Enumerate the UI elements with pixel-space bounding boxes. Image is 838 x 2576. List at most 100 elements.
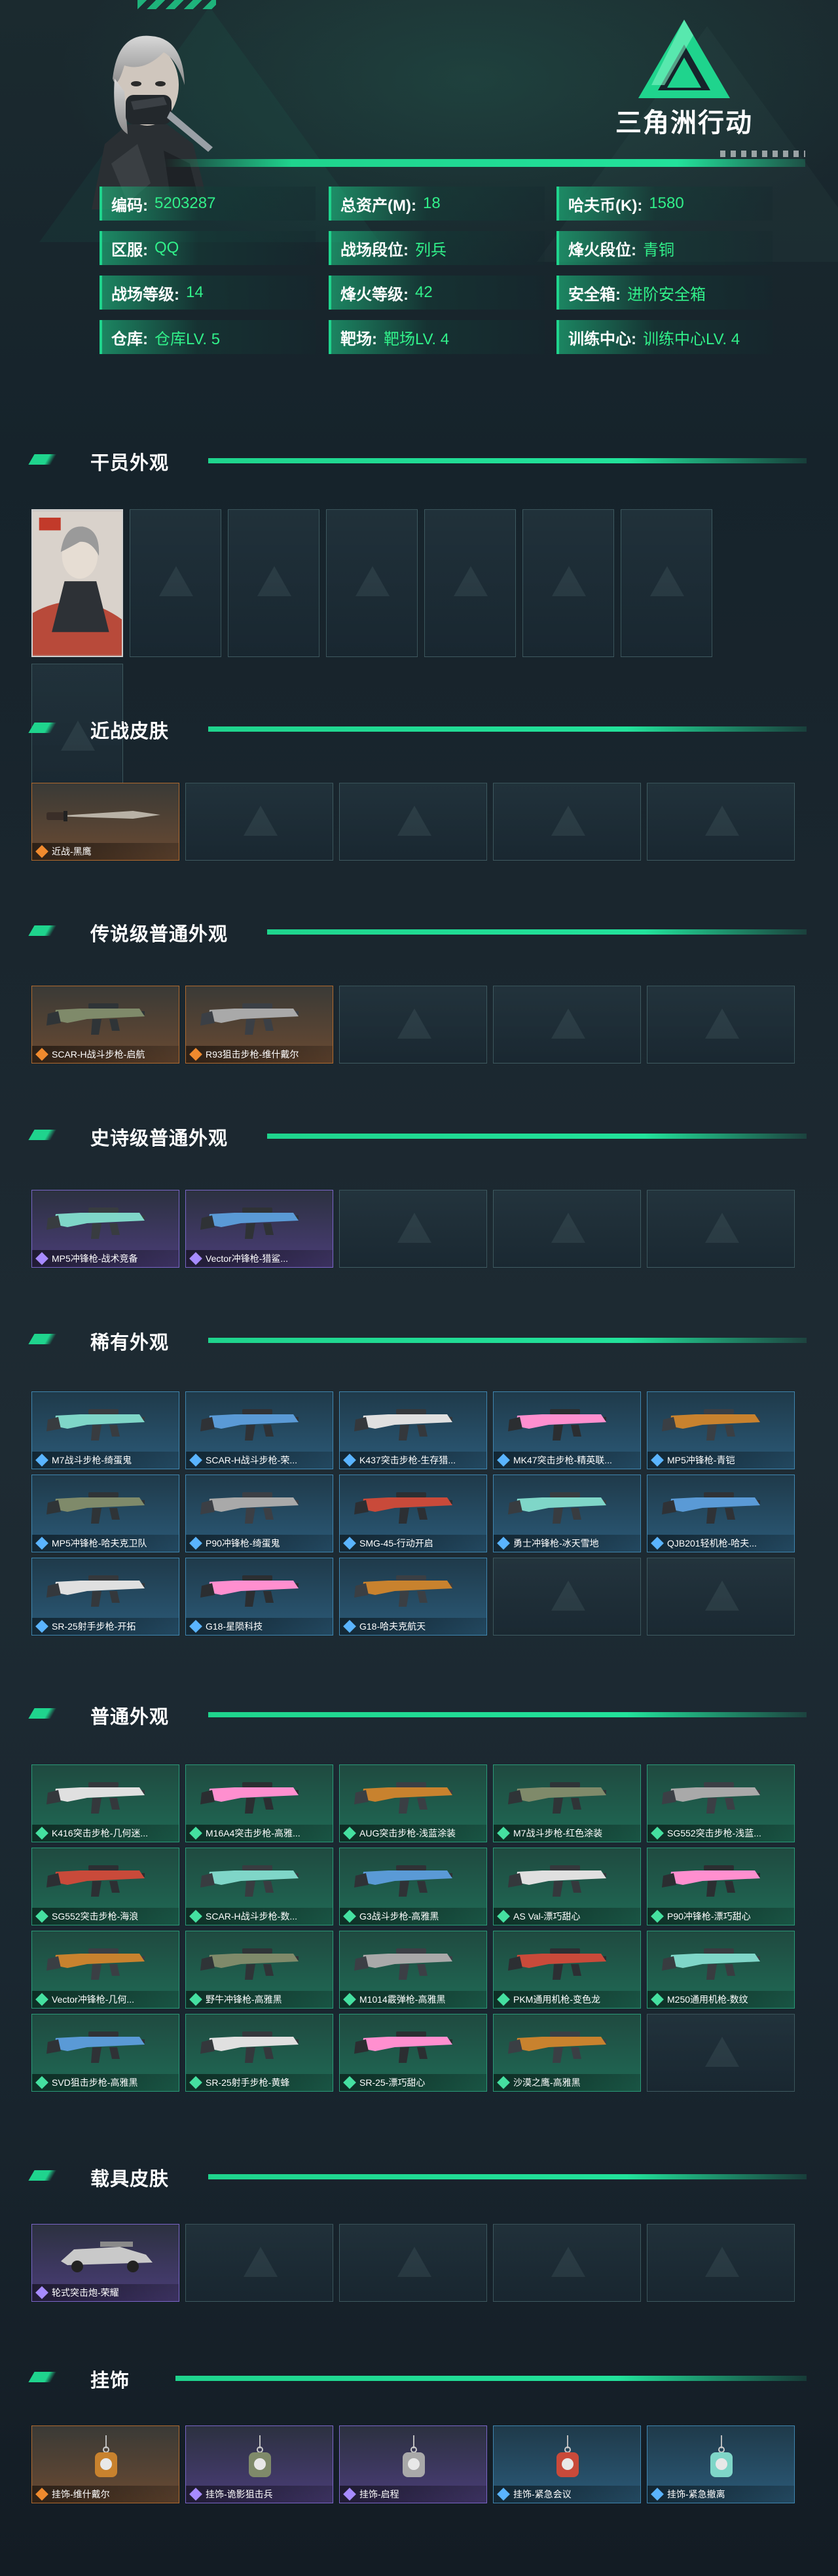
section-header: 普通外观 <box>28 1699 807 1728</box>
weapon-image <box>354 1782 452 1814</box>
item-name: G18-哈夫克航天 <box>359 1621 426 1632</box>
rarity-diamond-icon <box>189 1252 202 1265</box>
section-divider <box>267 929 807 935</box>
weapon-item-card[interactable]: P90冲锋枪-绮蛋鬼 <box>185 1475 333 1552</box>
rarity-diamond-icon <box>189 2488 202 2501</box>
vehicle-item-card[interactable]: 轮式突击炮-荣耀 <box>31 2224 179 2302</box>
item-caption: MK47突击步枪-精英联... <box>494 1452 640 1469</box>
weapon-item-card[interactable]: PKM通用机枪-变色龙 <box>493 1931 641 2009</box>
empty-slot <box>339 783 487 861</box>
empty-slot <box>493 1558 641 1636</box>
item-name: Vector冲锋枪-猎鲨... <box>206 1253 289 1264</box>
weapon-item-card[interactable]: P90冲锋枪-漂巧甜心 <box>647 1848 795 1925</box>
profile-field-value: QQ <box>155 239 179 257</box>
weapon-image <box>662 1782 760 1814</box>
weapon-image <box>662 1948 760 1980</box>
profile-field-value: 42 <box>415 283 433 301</box>
weapon-item-card[interactable]: 沙漠之鹰-高雅黑 <box>493 2014 641 2092</box>
weapon-item-card[interactable]: R93狙击步枪-维什戴尔 <box>185 986 333 1064</box>
section-marker <box>28 925 57 936</box>
item-name: SCAR-H战斗步枪-启航 <box>52 1049 145 1060</box>
charm-item-card[interactable]: 挂饰-维什戴尔 <box>31 2425 179 2503</box>
weapon-item-card[interactable]: MP5冲锋枪-青铠 <box>647 1391 795 1469</box>
weapon-item-card[interactable]: K416突击步枪-几何迷... <box>31 1764 179 1842</box>
profile-field-value: 青铜 <box>643 241 674 259</box>
weapon-item-card[interactable]: SR-25射手步枪-开拓 <box>31 1558 179 1636</box>
weapon-item-card[interactable]: Vector冲锋枪-几何... <box>31 1931 179 2009</box>
weapon-item-card[interactable]: SR-25射手步枪-黄蜂 <box>185 2014 333 2092</box>
section-vehicle-skins: 载具皮肤 轮式突击炮-荣耀 <box>28 2161 807 2302</box>
rarity-diamond-icon <box>35 1048 48 1061</box>
profile-field: 总资产(M):18 <box>329 187 545 221</box>
weapon-image <box>46 1782 145 1814</box>
weapon-item-card[interactable]: QJB201轻机枪-哈夫... <box>647 1475 795 1552</box>
section-melee-skins: 近战皮肤 近战-黑鹰 <box>28 713 807 861</box>
profile-field-value: 靶场LV. 4 <box>384 330 450 348</box>
weapon-item-card[interactable]: MK47突击步枪-精英联... <box>493 1391 641 1469</box>
melee-item-card[interactable]: 近战-黑鹰 <box>31 783 179 861</box>
empty-slot <box>522 509 614 657</box>
item-name: K416突击步枪-几何迷... <box>52 1828 149 1838</box>
weapon-item-card[interactable]: AS Val-漂巧甜心 <box>493 1848 641 1925</box>
rarity-diamond-icon <box>343 2076 356 2089</box>
weapon-item-card[interactable]: G3战斗步枪-高雅黑 <box>339 1848 487 1925</box>
weapon-item-card[interactable]: AUG突击步枪-浅蓝涂装 <box>339 1764 487 1842</box>
charm-item-card[interactable]: 挂饰-紧急撤离 <box>647 2425 795 2503</box>
section-marker <box>28 1130 57 1140</box>
weapon-item-card[interactable]: G18-星陨科技 <box>185 1558 333 1636</box>
profile-field-label: 哈夫币(K): <box>568 196 643 215</box>
rarity-diamond-icon <box>497 2076 510 2089</box>
rarity-diamond-icon <box>189 2076 202 2089</box>
weapon-item-card[interactable]: Vector冲锋枪-猎鲨... <box>185 1190 333 1268</box>
item-name: SMG-45-行动开启 <box>359 1538 433 1548</box>
weapon-image <box>662 1492 760 1524</box>
weapon-item-card[interactable]: G18-哈夫克航天 <box>339 1558 487 1636</box>
weapon-item-card[interactable]: M7战斗步枪-红色涂装 <box>493 1764 641 1842</box>
charm-item-card[interactable]: 挂饰-紧急会议 <box>493 2425 641 2503</box>
section-divider <box>208 1712 807 1717</box>
rarity-diamond-icon <box>189 1048 202 1061</box>
weapon-item-card[interactable]: SG552突击步枪-浅蓝... <box>647 1764 795 1842</box>
rarity-diamond-icon <box>35 1910 48 1923</box>
weapon-item-card[interactable]: MP5冲锋枪-哈夫克卫队 <box>31 1475 179 1552</box>
weapon-item-card[interactable]: SCAR-H战斗步枪-荣... <box>185 1391 333 1469</box>
charm-image <box>556 2435 579 2477</box>
weapon-item-card[interactable]: M7战斗步枪-绮蛋鬼 <box>31 1391 179 1469</box>
logo-text: 三角洲行动 <box>615 109 753 137</box>
profile-field: 训练中心:训练中心LV. 4 <box>556 320 773 354</box>
item-caption: 挂饰-紧急撤离 <box>647 2486 794 2503</box>
weapon-image <box>200 2031 299 2063</box>
item-caption: G18-星陨科技 <box>186 1618 333 1635</box>
weapon-image <box>200 1575 299 1607</box>
item-name: M1014霰弹枪-高雅黑 <box>359 1994 446 2005</box>
rarity-diamond-icon <box>189 1910 202 1923</box>
profile-field-value: 1580 <box>649 194 684 212</box>
operator-skin-card[interactable] <box>31 509 123 657</box>
section-operator-skins: 干员外观 <box>28 445 807 812</box>
item-name: SG552突击步枪-浅蓝... <box>667 1828 761 1838</box>
empty-slot <box>493 986 641 1064</box>
item-name: MP5冲锋枪-哈夫克卫队 <box>52 1538 147 1548</box>
charm-item-card[interactable]: 挂饰-诡影狙击兵 <box>185 2425 333 2503</box>
empty-slot <box>621 509 712 657</box>
weapon-item-card[interactable]: SG552突击步枪-海浪 <box>31 1848 179 1925</box>
weapon-item-card[interactable]: SMG-45-行动开启 <box>339 1475 487 1552</box>
weapon-item-card[interactable]: SCAR-H战斗步枪-数... <box>185 1848 333 1925</box>
charm-item-card[interactable]: 挂饰-启程 <box>339 2425 487 2503</box>
weapon-item-card[interactable]: SCAR-H战斗步枪-启航 <box>31 986 179 1064</box>
weapon-item-card[interactable]: M1014霰弹枪-高雅黑 <box>339 1931 487 2009</box>
weapon-item-card[interactable]: K437突击步枪-生存猎... <box>339 1391 487 1469</box>
weapon-item-card[interactable]: 野牛冲锋枪-高雅黑 <box>185 1931 333 2009</box>
weapon-item-card[interactable]: SR-25-漂巧甜心 <box>339 2014 487 2092</box>
weapon-item-card[interactable]: 勇士冲锋枪-冰天雪地 <box>493 1475 641 1552</box>
item-caption: 挂饰-启程 <box>340 2486 486 2503</box>
profile-field-label: 烽火等级: <box>340 285 409 304</box>
item-name: P90冲锋枪-绮蛋鬼 <box>206 1538 280 1548</box>
profile-field-label: 战场段位: <box>340 241 409 259</box>
item-name: AUG突击步枪-浅蓝涂装 <box>359 1828 456 1838</box>
weapon-item-card[interactable]: SVD狙击步枪-高雅黑 <box>31 2014 179 2092</box>
weapon-item-card[interactable]: M250通用机枪-数纹 <box>647 1931 795 2009</box>
item-caption: MP5冲锋枪-青铠 <box>647 1452 794 1469</box>
weapon-item-card[interactable]: MP5冲锋枪-战术竞备 <box>31 1190 179 1268</box>
weapon-item-card[interactable]: M16A4突击步枪-高雅... <box>185 1764 333 1842</box>
